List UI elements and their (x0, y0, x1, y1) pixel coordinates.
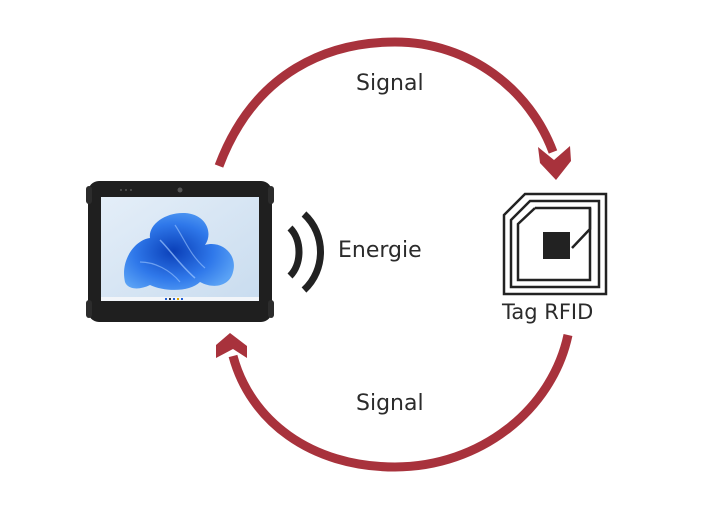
rfid-tag-label: Tag RFID (502, 300, 594, 324)
signal-arrow-bottom (228, 334, 573, 472)
windows-bloom (124, 212, 234, 290)
signal-arrow-top (214, 37, 558, 168)
radio-waves-icon (287, 211, 324, 293)
tablet-icon (86, 181, 274, 322)
energy-label: Energie (338, 238, 422, 263)
rfid-tag-icon (502, 192, 608, 296)
signal-label-top: Signal (356, 71, 424, 96)
taskbar (101, 297, 259, 301)
signal-label-bottom: Signal (356, 391, 424, 416)
signal-arrow-bottom-head (216, 333, 247, 358)
signal-arrow-top-head (538, 146, 571, 180)
